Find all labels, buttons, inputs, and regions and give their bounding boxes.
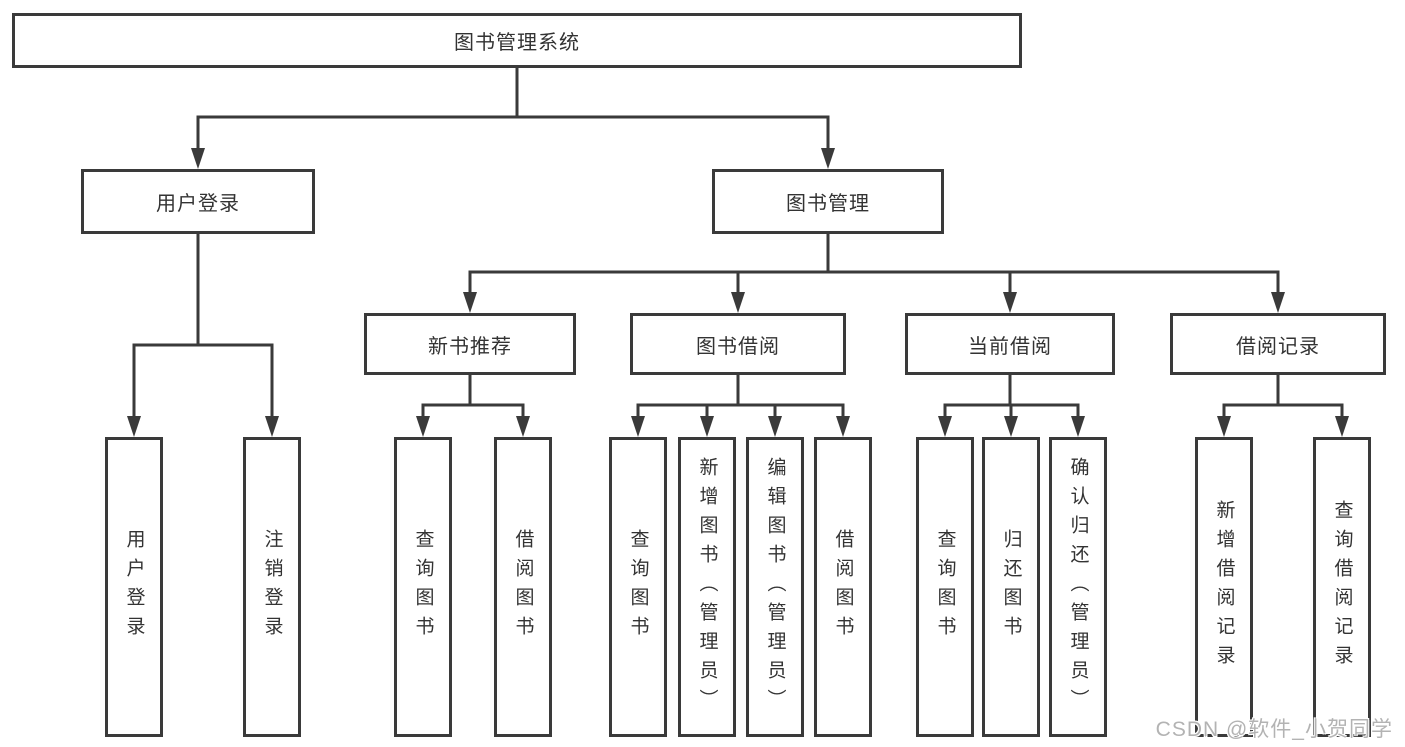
node-label: 新书推荐 (428, 335, 512, 358)
leaf-user-login: 用户登录 (105, 437, 163, 737)
leaf-edit-books-admin: 编辑图书（管理员） (746, 437, 804, 737)
node-book-borrowing: 图书借阅 (630, 313, 846, 375)
node-label: 图书管理 (786, 193, 870, 215)
leaf-borrow-books-1: 借阅图书 (494, 437, 552, 737)
leaf-query-books-1: 查询图书 (394, 437, 452, 737)
leaf-confirm-return-admin: 确认归还（管理员） (1049, 437, 1107, 737)
node-borrow-records: 借阅记录 (1170, 313, 1386, 375)
leaf-label: 查询图书 (627, 529, 649, 645)
node-current-borrowing: 当前借阅 (905, 313, 1115, 375)
leaf-label: 查询借阅记录 (1331, 500, 1353, 674)
node-book-management: 图书管理 (712, 169, 944, 234)
leaf-query-books-3: 查询图书 (916, 437, 974, 737)
leaf-label: 编辑图书（管理员） (764, 456, 786, 718)
leaf-borrow-books-2: 借阅图书 (814, 437, 872, 737)
leaf-return-books: 归还图书 (982, 437, 1040, 737)
node-label: 当前借阅 (968, 335, 1052, 358)
leaf-label: 注销登录 (261, 529, 283, 645)
leaf-label: 归还图书 (1000, 529, 1022, 645)
leaf-query-books-2: 查询图书 (609, 437, 667, 737)
watermark: CSDN @软件_小贺同学 (1155, 718, 1393, 741)
leaf-label: 新增借阅记录 (1213, 500, 1235, 674)
leaf-label: 确认归还（管理员） (1067, 456, 1089, 718)
leaf-logout: 注销登录 (243, 437, 301, 737)
leaf-label: 借阅图书 (512, 529, 534, 645)
leaf-label: 新增图书（管理员） (696, 456, 718, 718)
node-label: 图书借阅 (696, 335, 780, 358)
leaf-label: 查询图书 (934, 529, 956, 645)
leaf-add-borrow-record: 新增借阅记录 (1195, 437, 1253, 737)
node-library-management-system: 图书管理系统 (12, 13, 1022, 68)
node-label: 借阅记录 (1236, 335, 1320, 358)
node-new-book-recommendation: 新书推荐 (364, 313, 576, 375)
leaf-label: 查询图书 (412, 529, 434, 645)
leaf-label: 用户登录 (123, 529, 145, 645)
node-user-login: 用户登录 (81, 169, 315, 234)
node-label: 用户登录 (156, 193, 240, 215)
leaf-query-borrow-record: 查询借阅记录 (1313, 437, 1371, 737)
leaf-label: 借阅图书 (832, 529, 854, 645)
leaf-add-books-admin: 新增图书（管理员） (678, 437, 736, 737)
node-label: 图书管理系统 (454, 32, 580, 54)
